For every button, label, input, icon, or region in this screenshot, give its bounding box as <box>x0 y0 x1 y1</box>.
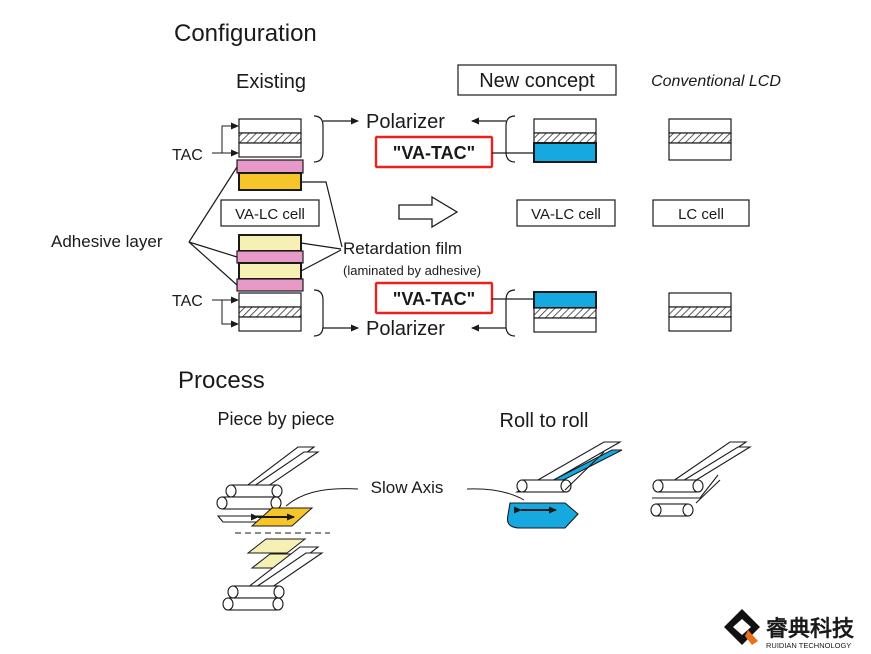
tac-top-arrows <box>212 122 239 157</box>
nc-top-pva <box>533 132 597 144</box>
new-concept-header: New concept <box>479 70 595 92</box>
cv-bottom-tac-2 <box>668 316 732 332</box>
polarizer-bottom-label: Polarizer <box>366 318 445 340</box>
top-brace-right <box>505 115 516 163</box>
nc-bottom-tac <box>533 317 597 333</box>
nc-top-tac <box>533 118 597 134</box>
brand-name-cn: 睿典科技 <box>766 616 855 641</box>
cv-top-tac-1 <box>668 118 732 134</box>
piece-by-piece-label: Piece by piece <box>217 409 334 429</box>
nc-bottom-va-tac <box>533 291 597 309</box>
existing-header: Existing <box>236 71 306 93</box>
cv-top-pva <box>668 132 732 144</box>
slow-axis-leader-right <box>466 488 525 501</box>
existing-stack <box>220 118 320 332</box>
top-pva <box>238 132 302 144</box>
va-lc-cell-existing-label: VA-LC cell <box>235 206 305 223</box>
new-concept-stack <box>516 118 616 333</box>
top-retardation <box>238 172 302 191</box>
configuration-title: Configuration <box>174 20 317 47</box>
bottom-adhesive-1 <box>236 250 304 264</box>
top-tac-2 <box>238 142 302 158</box>
bottom-tac-2 <box>238 316 302 332</box>
slow-axis-label: Slow Axis <box>371 478 444 497</box>
cv-bottom-tac-1 <box>668 292 732 308</box>
va-tac-bottom-box <box>374 281 494 315</box>
conventional-lcd-header: Conventional LCD <box>651 73 781 90</box>
bottom-retardation-2 <box>238 262 302 280</box>
adhesive-layer-label: Adhesive layer <box>51 232 163 251</box>
top-brace-left <box>313 115 324 163</box>
bottom-brace-left <box>313 289 324 337</box>
top-tac-1 <box>238 118 302 134</box>
va-lc-cell-new-label: VA-LC cell <box>531 206 601 223</box>
cv-top-tac-2 <box>668 142 732 161</box>
brand-mark-icon <box>724 609 760 645</box>
top-adhesive <box>236 159 304 174</box>
piece-yellow-sheet-1 <box>246 538 307 554</box>
retardation-note: (laminated by adhesive) <box>343 263 481 278</box>
conventional-stack <box>652 118 750 332</box>
va-tac-bottom-label: "VA-TAC" <box>393 289 475 309</box>
process-title: Process <box>178 367 265 394</box>
va-lc-cell-new-box <box>516 199 616 227</box>
bottom-tac-1 <box>238 292 302 308</box>
va-lc-cell-existing-box <box>220 199 320 227</box>
lc-cell-box <box>652 199 750 227</box>
tac-top-label: TAC <box>172 147 203 164</box>
nc-bottom-pva <box>533 307 597 319</box>
bottom-retardation-1 <box>238 234 302 252</box>
va-tac-top-label: "VA-TAC" <box>393 143 475 163</box>
piece-roll-upper <box>216 446 320 523</box>
lc-cell-label: LC cell <box>678 206 724 223</box>
tac-bottom-arrows <box>212 296 239 328</box>
bottom-pva <box>238 306 302 318</box>
bottom-brace-right <box>505 289 516 337</box>
polarizer-top-label: Polarizer <box>366 111 445 133</box>
bottom-adhesive-2 <box>236 278 304 292</box>
roll-to-roll-conventional <box>650 441 752 517</box>
tac-bottom-label: TAC <box>172 293 203 310</box>
nc-top-va-tac <box>533 142 597 163</box>
brand-logo: 睿典科技 RUIDIAN TECHNOLOGY <box>724 609 855 650</box>
slow-axis-leader-left <box>285 488 359 507</box>
piece-roll-lower <box>222 546 324 611</box>
new-concept-box <box>457 64 617 96</box>
va-tac-top-box <box>374 135 494 169</box>
roll-to-roll-blue <box>506 441 623 529</box>
brand-name-en: RUIDIAN TECHNOLOGY <box>766 641 851 650</box>
retardation-leaders <box>300 181 343 272</box>
transition-arrow <box>398 195 459 229</box>
adhesive-leaders <box>188 166 238 286</box>
cv-bottom-pva <box>668 306 732 318</box>
roll-to-roll-label: Roll to roll <box>500 410 589 432</box>
retardation-film-label: Retardation film <box>343 239 462 258</box>
